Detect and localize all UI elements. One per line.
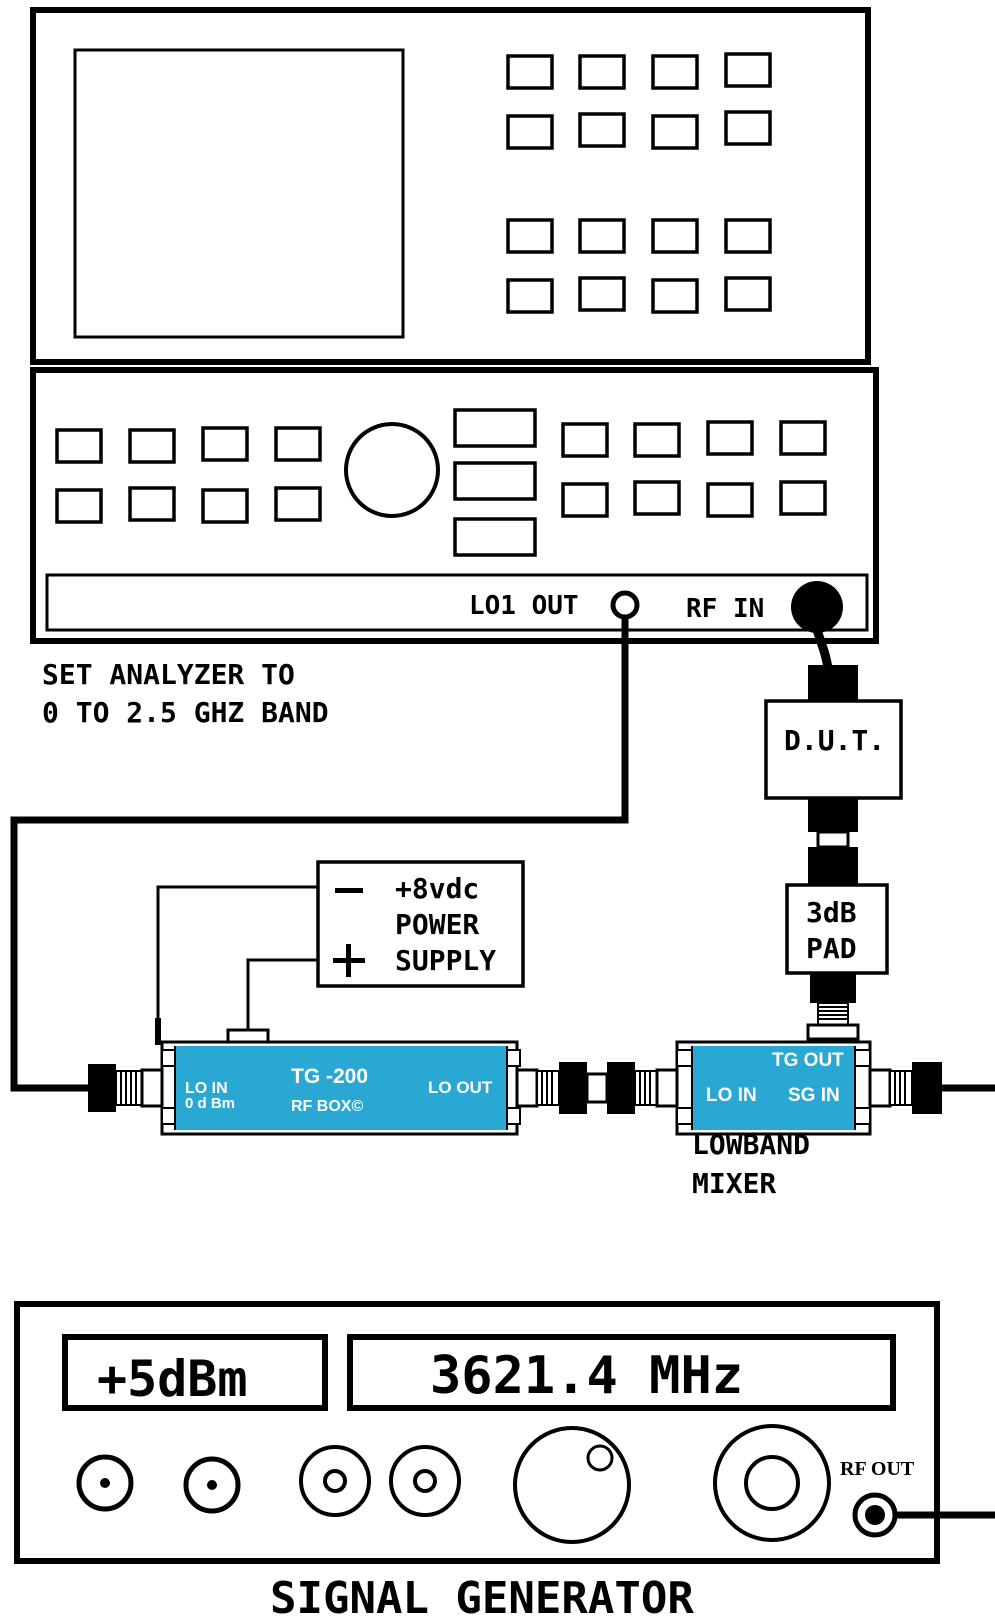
tg200-lo-in-level: 0 d Bm (185, 1095, 235, 1112)
sg-connector-3[interactable] (299, 1445, 371, 1517)
lo-cable (10, 617, 629, 1092)
lowband-mixer: TG OUT LO IN SG IN (675, 1040, 872, 1136)
mixer-caption-line1: LOWBAND (692, 1128, 810, 1161)
sg-connector-4[interactable] (389, 1445, 461, 1517)
mixer-sg-in-connector (868, 1062, 942, 1114)
analyzer-note-line1: SET ANALYZER TO (42, 658, 295, 691)
analyzer-screen (73, 48, 405, 339)
dut-bottom-connector (808, 798, 858, 832)
sg-power-value: +5dBm (97, 1350, 248, 1408)
lo1-out-port[interactable] (610, 590, 640, 620)
signal-generator: +5dBm 3621.4 MHz RF OUT (14, 1301, 940, 1564)
pad-line2: PAD (806, 932, 857, 965)
mixer-lo-in: LO IN (706, 1085, 757, 1106)
power-minus-wire (156, 885, 318, 1045)
analyzer-connector-strip (45, 573, 869, 632)
attenuator-pad: 3dB PAD (785, 883, 889, 975)
analyzer-control-unit: LO1 OUT RF IN (30, 367, 879, 644)
power-supply-voltage: +8vdc (395, 872, 479, 905)
tg200-face (175, 1046, 507, 1130)
sg-caption: SIGNAL GENERATOR (270, 1573, 694, 1619)
power-plus-wire (246, 958, 318, 1030)
power-supply-line2: POWER (395, 908, 479, 941)
power-supply: +8vdc POWER SUPPLY (316, 860, 525, 988)
sg-rf-out-label: RF OUT (840, 1458, 915, 1480)
pad-threaded-connector (806, 1002, 860, 1041)
mixer-face (692, 1046, 855, 1130)
lo1-out-label: LO1 OUT (469, 591, 579, 621)
analyzer-note-line2: 0 TO 2.5 GHZ BAND (42, 696, 329, 729)
sg-power-display (62, 1334, 328, 1411)
dut-box: D.U.T. (764, 699, 903, 800)
sg-frequency-display (347, 1334, 896, 1411)
sg-tuning-knob[interactable] (513, 1426, 631, 1544)
sg-output-knob[interactable] (713, 1424, 831, 1542)
sg-connector-2[interactable] (183, 1456, 241, 1514)
sg-frequency-value: 3621.4 MHz (430, 1346, 743, 1406)
tg200-rf-box: LO IN 0 d Bm TG -200 RF BOX© LO OUT (160, 1040, 521, 1136)
mixer-caption-line2: MIXER (692, 1167, 776, 1200)
tg200-to-mixer-connectors (515, 1062, 679, 1114)
pad-top-connector (808, 847, 858, 885)
analyzer-lower-right-keypad[interactable] (561, 420, 827, 518)
analyzer-upper-keypad[interactable] (506, 52, 772, 314)
mixer-sg-in: SG IN (788, 1085, 840, 1106)
sg-rf-out-port[interactable] (852, 1492, 898, 1538)
power-supply-minus-terminal[interactable] (335, 888, 363, 893)
dut-label: D.U.T. (784, 724, 885, 757)
rf-in-port[interactable] (791, 581, 843, 633)
rf-in-cable (812, 628, 833, 669)
pad-bottom-connector (810, 973, 856, 1003)
tg200-power-terminal (226, 1028, 270, 1044)
tg200-title: TG -200 (291, 1065, 368, 1088)
tg200-lo-in-connector (88, 1064, 164, 1112)
mixer-tg-out: TG OUT (772, 1050, 844, 1071)
analyzer-soft-keys[interactable] (453, 408, 537, 557)
tg200-subtitle: RF BOX© (291, 1098, 363, 1115)
tg200-lo-in: LO IN (185, 1080, 228, 1097)
analyzer-tuning-knob[interactable] (344, 422, 440, 518)
dut-top-connector (808, 665, 858, 701)
rf-in-label: RF IN (686, 594, 764, 624)
tg200-lo-out: LO OUT (428, 1078, 493, 1097)
power-supply-plus-terminal[interactable] (333, 944, 365, 977)
analyzer-display-unit (30, 7, 871, 365)
pad-line1: 3dB (806, 896, 857, 929)
power-supply-line3: SUPPLY (395, 944, 496, 977)
sg-connector-1[interactable] (76, 1454, 134, 1512)
analyzer-lower-left-keypad[interactable] (55, 426, 322, 524)
